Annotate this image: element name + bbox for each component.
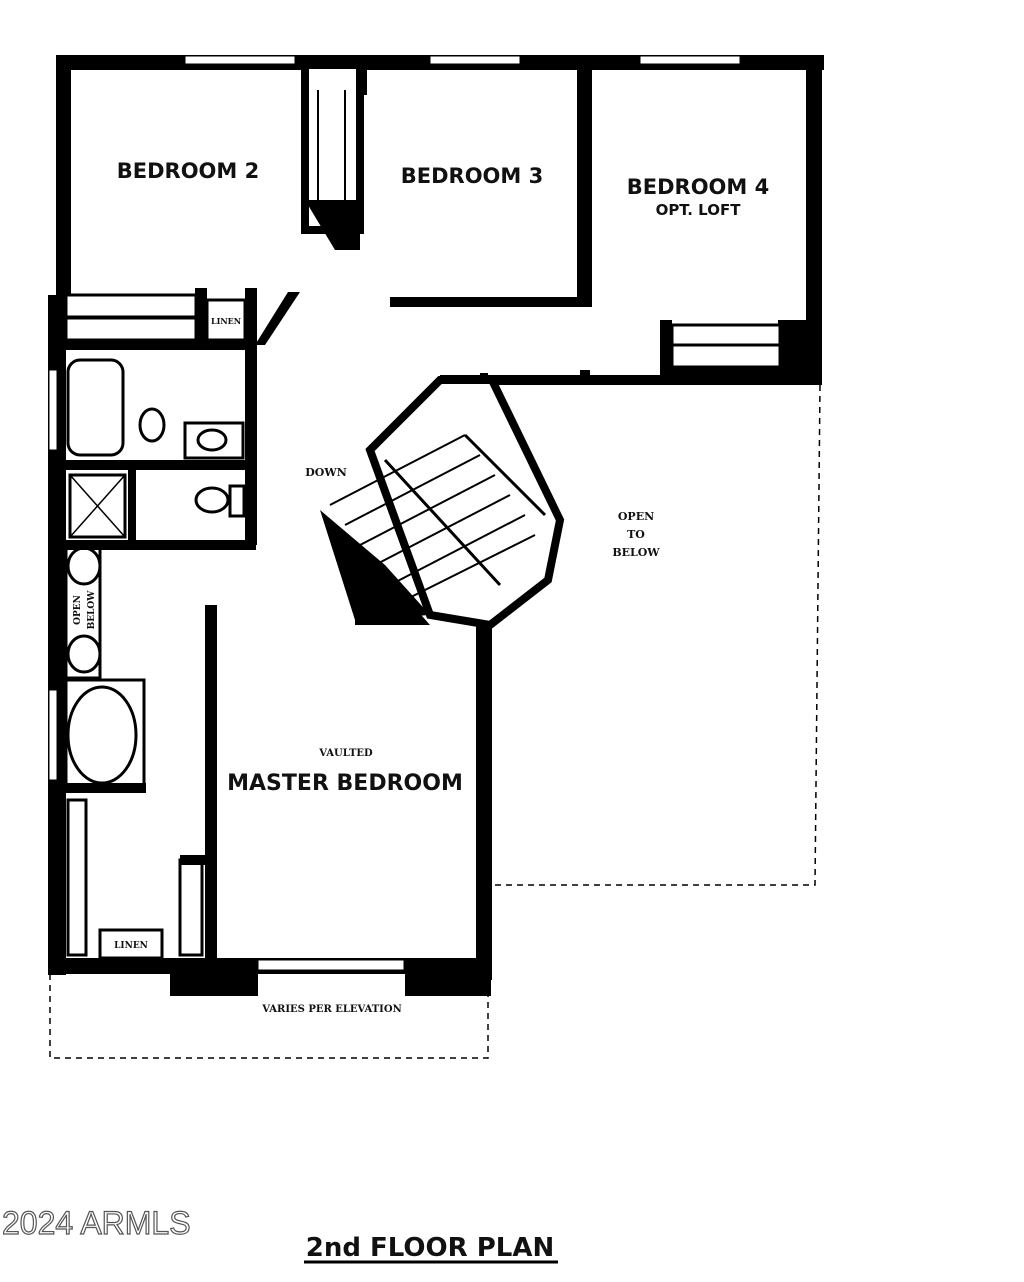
open-to-below-line-2: TO	[627, 528, 645, 541]
open-to-below-line-3: BELOW	[612, 546, 660, 559]
master-bedroom-label: MASTER BEDROOM	[227, 771, 463, 796]
exterior-walls	[48, 55, 824, 996]
interior-walls	[56, 65, 820, 960]
open-to-below-line-1: OPEN	[618, 510, 654, 523]
linen-lower-label: LINEN	[114, 941, 148, 951]
closet-bedroom2-3	[301, 61, 364, 250]
bathroom-fixtures	[64, 293, 247, 960]
bedroom-4-label: BEDROOM 4	[627, 175, 769, 199]
bedroom-4-note: OPT. LOFT	[656, 201, 742, 219]
elevation-note: VARIES PER ELEVATION	[261, 1004, 401, 1015]
down-label: DOWN	[305, 466, 347, 479]
open-below-vertical-2: BELOW	[87, 590, 97, 630]
dashed-boundaries	[49, 384, 821, 1059]
open-below-vertical-1: OPEN	[73, 595, 83, 625]
linen-upper-label: LINEN	[211, 316, 241, 326]
bedroom-2-label: BEDROOM 2	[117, 159, 259, 183]
vaulted-note: VAULTED	[318, 748, 373, 759]
plan-caption: 2nd FLOOR PLAN	[306, 1233, 554, 1263]
window-openings	[48, 55, 741, 971]
bedroom4-closet	[670, 323, 782, 369]
bedroom-3-label: BEDROOM 3	[401, 164, 543, 188]
watermark: 2024 ARMLS	[2, 1205, 191, 1241]
staircase	[320, 376, 565, 630]
